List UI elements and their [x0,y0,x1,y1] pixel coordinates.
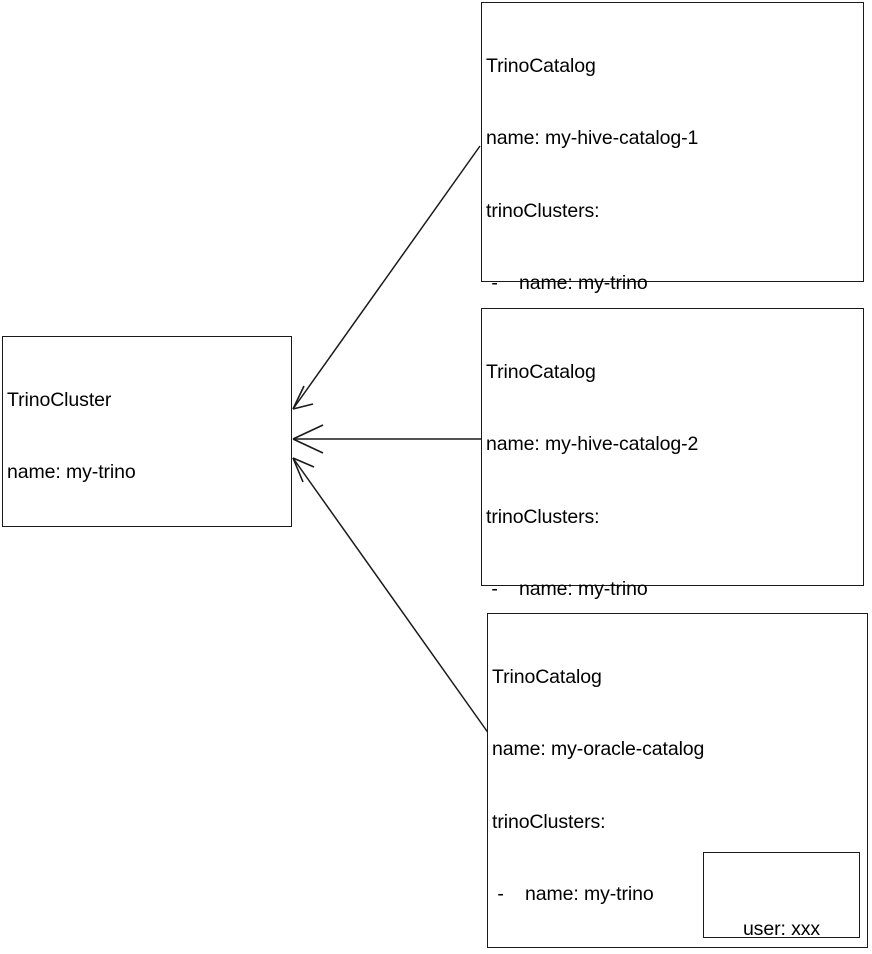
edge-catalog-1-to-cluster [292,145,481,410]
trino-cluster-line-0: TrinoCluster [7,389,112,412]
catalog-3-line-0: TrinoCatalog [492,666,602,689]
catalog-1-line-3: - name: my-trino [486,272,648,295]
catalog-1-line-1: name: my-hive-catalog-1 [486,127,699,150]
catalog-1-line-0: TrinoCatalog [486,55,596,78]
trino-cluster-text: TrinoCluster name: my-trino [7,340,289,533]
trino-cluster-line-1: name: my-trino [7,461,136,484]
catalog-3-line-1: name: my-oracle-catalog [492,738,705,761]
catalog-3-line-3: - name: my-trino [492,883,654,906]
edge-catalog-3-to-cluster [292,457,490,735]
node-trino-catalog-1[interactable]: TrinoCatalog name: my-hive-catalog-1 tri… [481,2,864,655]
catalog-2-line-0: TrinoCatalog [486,361,596,384]
node-secret[interactable]: user: xxx password: xxx [703,852,860,940]
edge-catalog-2-to-cluster [292,424,481,454]
catalog-3-text: TrinoCatalog name: my-oracle-catalog tri… [492,617,865,954]
node-trino-catalog-3[interactable]: TrinoCatalog name: my-oracle-catalog tri… [487,613,868,948]
catalog-2-line-2: trinoClusters: [486,505,600,528]
catalog-3-line-2: trinoClusters: [492,810,606,833]
node-trino-cluster[interactable]: TrinoCluster name: my-trino [2,336,292,527]
secret-line-0: user: xxx [742,918,821,941]
secret-text: user: xxx password: xxx [704,869,859,954]
catalog-2-line-1: name: my-hive-catalog-2 [486,433,699,456]
catalog-2-line-3: - name: my-trino [486,578,648,601]
node-trino-catalog-2[interactable]: TrinoCatalog name: my-hive-catalog-2 tri… [481,308,864,889]
catalog-1-line-2: trinoClusters: [486,199,600,222]
